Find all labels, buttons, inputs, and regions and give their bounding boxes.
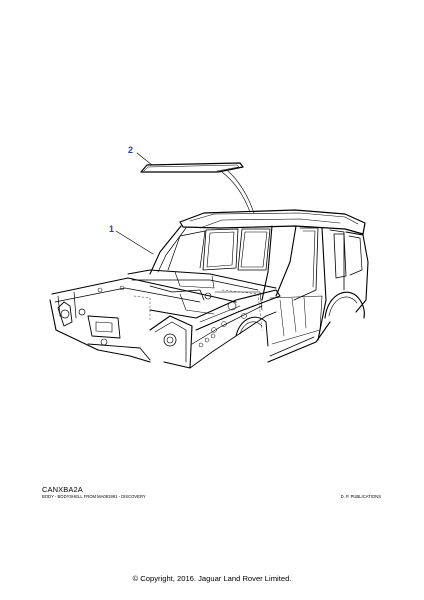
part-2-roof-panel bbox=[140, 162, 244, 173]
interior-detail-lines bbox=[133, 289, 263, 331]
publisher-label: D. P. PUBLICATIONS bbox=[340, 494, 381, 499]
leader-lines bbox=[115, 152, 255, 255]
diagram-code: CANXBA2A bbox=[42, 485, 83, 494]
roof-connector-line bbox=[227, 170, 255, 214]
callout-label-2: 2 bbox=[128, 145, 134, 155]
copyright-notice: © Copyright, 2016. Jaguar Land Rover Lim… bbox=[132, 574, 292, 583]
part-1-bodyshell bbox=[49, 209, 369, 369]
leader-line-1 bbox=[115, 230, 154, 255]
leader-line-2 bbox=[136, 152, 153, 166]
diagram-caption: BODY - BODYSHELL FROM MA081991 - DISCOVE… bbox=[42, 494, 146, 499]
callout-label-1: 1 bbox=[109, 224, 115, 234]
roof-connector-line bbox=[221, 171, 251, 213]
